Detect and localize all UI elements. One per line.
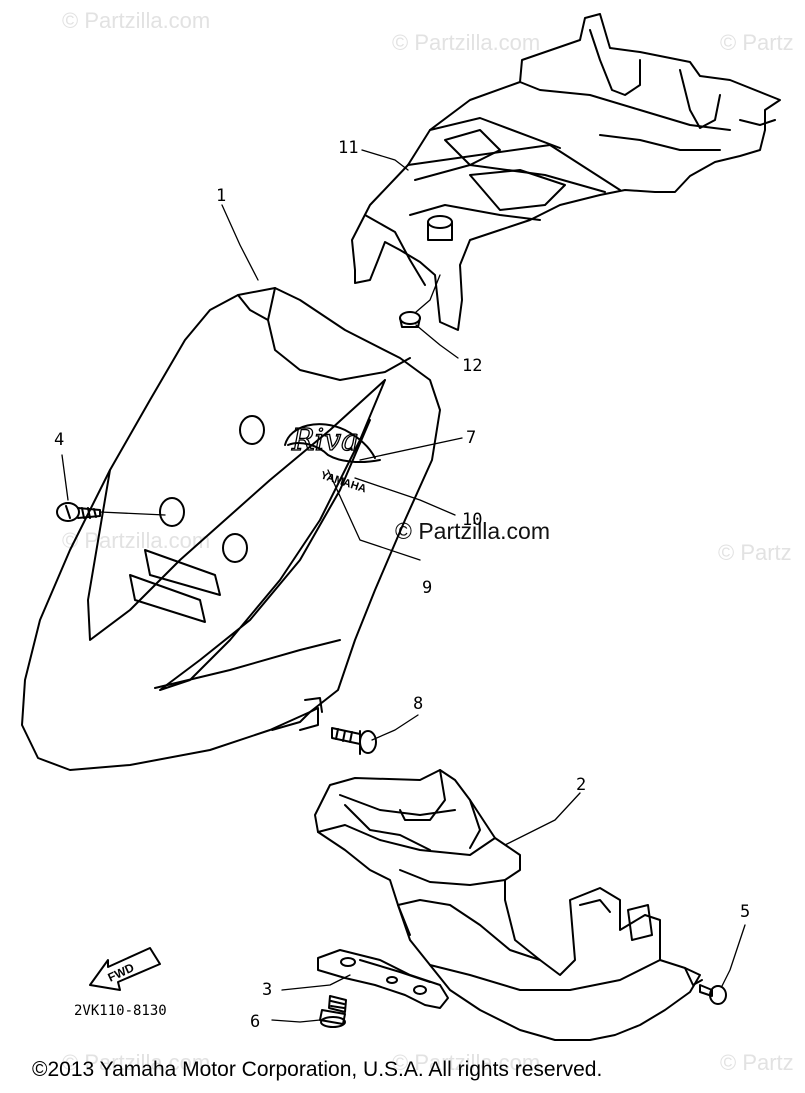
- callout-12: 12: [462, 356, 483, 376]
- callout-4: 4: [54, 430, 65, 450]
- callout-3: 3: [262, 980, 273, 1000]
- callout-2: 2: [576, 775, 587, 795]
- callout-6: 6: [250, 1012, 261, 1032]
- part-6-bolt: [320, 996, 346, 1027]
- watermark: © Partz: [718, 540, 792, 565]
- watermark: © Partzilla.com: [392, 1050, 541, 1075]
- part-5-screw: [700, 985, 726, 1004]
- watermark: © Partz: [720, 1050, 794, 1075]
- callout-5: 5: [740, 902, 751, 922]
- part-3-plate: [318, 950, 448, 1008]
- watermark: © Partzilla.com: [62, 1050, 211, 1075]
- part-11-inner-bracket: [352, 14, 780, 330]
- part-1-front-cover: [22, 288, 440, 770]
- watermark: © Partzilla.com: [392, 30, 541, 55]
- callout-7: 7: [466, 428, 477, 448]
- watermark: © Partz: [720, 30, 794, 55]
- watermark: © Partzilla.com: [62, 8, 211, 33]
- watermark: © Partzilla.com: [62, 528, 211, 553]
- part-2-lower-cover: [315, 770, 702, 1040]
- copyright-notice: ©2013 Yamaha Motor Corporation, U.S.A. A…: [32, 1058, 603, 1081]
- watermark-center: © Partzilla.com: [395, 518, 550, 544]
- part-4-screw: [57, 503, 100, 521]
- diagram-code: 2VK110-8130: [74, 1003, 167, 1019]
- callout-8: 8: [413, 694, 424, 714]
- emblem: [285, 424, 380, 462]
- part-8-screw: [332, 728, 376, 754]
- fwd-arrow-icon: [90, 948, 160, 990]
- callout-11: 11: [338, 138, 359, 158]
- callout-10: 10: [462, 510, 483, 530]
- emblem-script: Riva: [291, 423, 359, 458]
- part-12-grommet: [400, 312, 420, 327]
- callout-9: 9: [422, 578, 433, 598]
- callout-1: 1: [216, 186, 227, 206]
- leader-lines: [62, 150, 745, 1022]
